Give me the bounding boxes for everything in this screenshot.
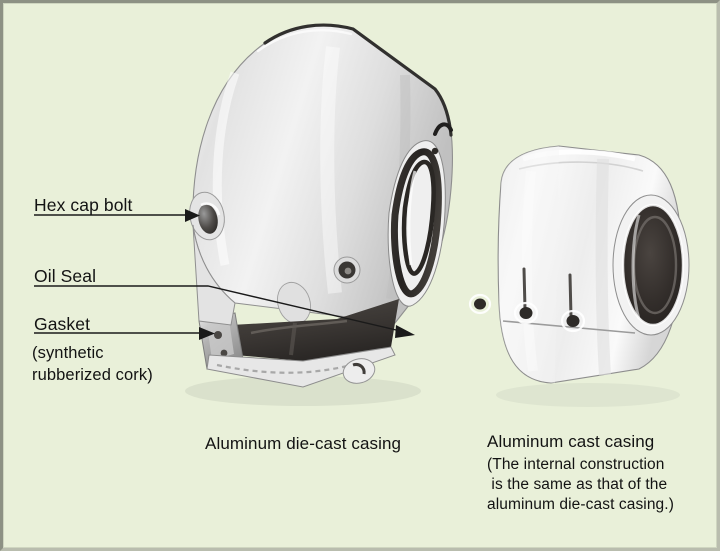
callout-note-gasket-line2: rubberized cork) (32, 366, 153, 384)
bolt-holes (468, 293, 586, 333)
casing-top-edge (263, 23, 453, 137)
callout-note-gasket-line1: (synthetic (32, 344, 104, 362)
callout-label-hex-cap-bolt: Hex cap bolt (34, 195, 133, 215)
callout-label-oil-seal: Oil Seal (34, 266, 97, 286)
casing-interior (231, 299, 399, 361)
callout-leaders (34, 209, 415, 340)
caption-die-cast-casing: Aluminum die-cast casing (205, 434, 402, 453)
cast-casing-bore (612, 194, 690, 336)
die-cast-casing-image (185, 23, 453, 406)
leader-oil-seal (34, 285, 410, 334)
oil-seal-ring (390, 148, 442, 298)
hex-cap-bolt (198, 204, 218, 234)
caption-cast-casing-title: Aluminum cast casing (487, 432, 655, 451)
callout-label-gasket: Gasket (34, 314, 91, 334)
caption-cast-casing-note-line1: (The internal construction (487, 456, 665, 473)
casing-notch (433, 122, 453, 136)
casing-illustration (34, 23, 690, 407)
oil-seal-assembly (387, 140, 446, 307)
cast-casing-image (468, 145, 690, 407)
caption-cast-casing-note-line3: aluminum die-cast casing.) (487, 496, 674, 513)
flange-bottom-rim (206, 346, 396, 388)
caption-cast-casing-note-line2: is the same as that of the (487, 476, 668, 493)
